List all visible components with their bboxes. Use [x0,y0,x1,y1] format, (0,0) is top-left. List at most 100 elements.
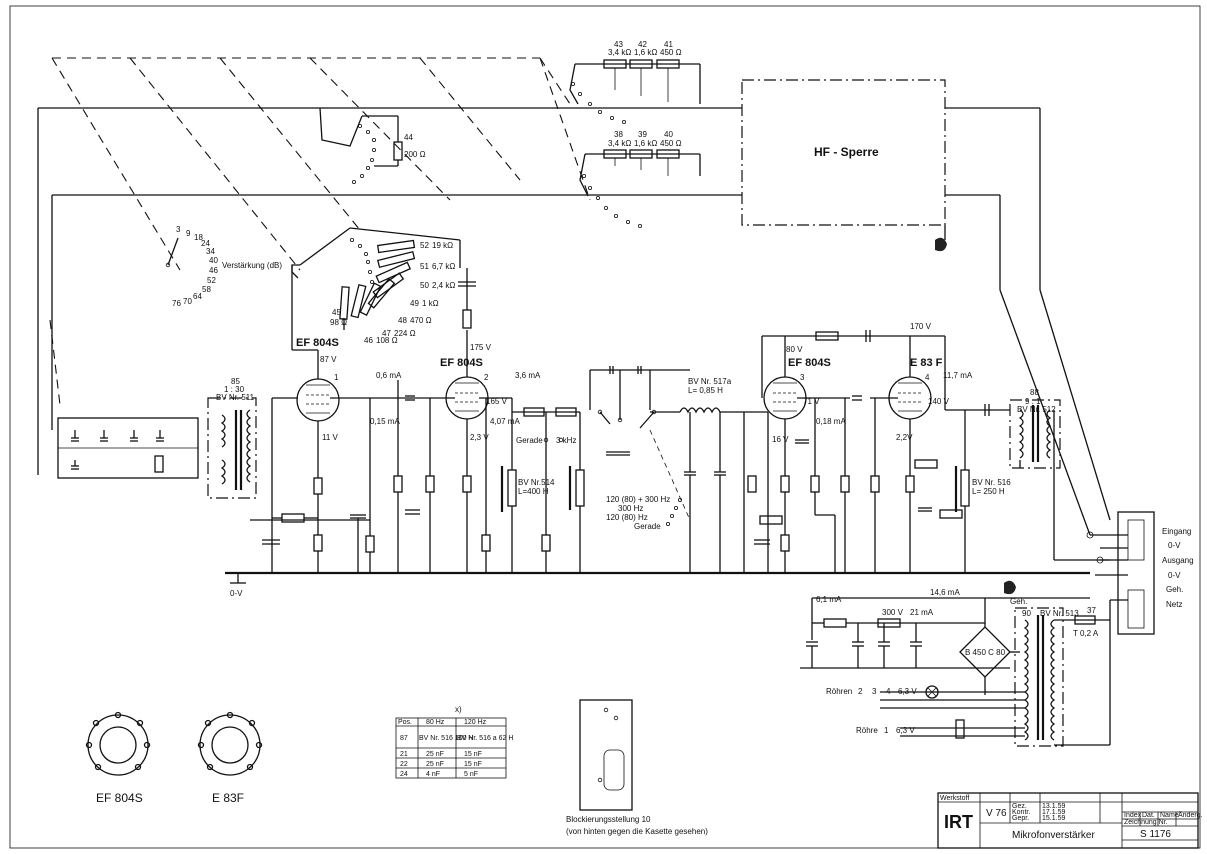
current-11-7: 11,7 mA [943,371,973,380]
input-filter-network [57,417,199,479]
table-cell: 21 [400,751,408,758]
fuse-num: 37 [1087,606,1096,615]
r51-num: 51 [420,262,429,271]
r41-value: 450 Ω [660,48,682,57]
heater-volt-2: 6,3 V [896,726,915,735]
r40-num: 40 [664,130,673,139]
tube-2-cathode-voltage: 2,3 V [470,433,489,442]
r40-value: 450 Ω [660,139,682,148]
current-3-6: 3,6 mA [515,371,541,380]
table-cell: 25 nF [426,751,444,758]
tube-1-type: EF 804S [296,337,339,349]
date-cell: 17.1.59 [1042,809,1065,816]
tube-2-plate-voltage: 165 V [486,397,508,406]
ground-0v-label: 0-V [230,589,243,598]
input-transformer-ratio: 1 : 30 [224,385,245,394]
tube-1-plate-voltage: 87 V [320,355,337,364]
table-header-120hz: 120 Hz [464,719,487,726]
connector-label-0v-2: 0-V [1168,571,1181,580]
gain-step-label: 9 [186,229,191,238]
connector-label-ausgang: Ausgang [1162,556,1194,565]
output-transformer-ratio: 9 : 1 [1025,397,1041,406]
table-cell: 5 nF [464,771,478,778]
tube-3-cathode-voltage: 16 V [772,435,789,444]
table-cell: BV Nr. 516 a 62 H [457,735,513,742]
r42-value: 1,6 kΩ [634,48,657,57]
output-transformer [1009,399,1110,561]
table-cell: 87 [400,735,408,742]
hf-sperre-label: HF - Sperre [814,145,879,159]
blocking-diagram [579,699,633,811]
dashed-switch-linkage [49,57,591,406]
resistor-ladder-top [569,59,701,105]
tube-1-num: 1 [334,373,339,382]
current-0-6: 0,6 mA [376,371,402,380]
date-cell: 13.1.59 [1042,803,1065,810]
gain-step-label: 58 [202,285,211,294]
gain-step-label: 18 [194,233,203,242]
connector-label-netz: Netz [1166,600,1182,609]
tube-2-num: 2 [484,373,489,382]
gain-step-label: 40 [209,256,218,265]
gain-step-label: 46 [209,266,218,275]
tube-4-cathode-voltage: 2,2V [896,433,913,442]
r50-value: 2,4 kΩ [432,281,455,290]
r43-value: 3,4 kΩ [608,48,631,57]
title-block-frame [937,792,1199,849]
r51-value: 6,7 kΩ [432,262,455,271]
input-transformer [207,397,257,499]
tube-4-circuit [865,330,1010,573]
r52-value: 19 kΩ [432,241,453,250]
component-table-grid [395,717,507,779]
r43-num: 43 [614,40,623,49]
current-14-6: 14,6 mA [930,588,960,597]
fuse-value: T 0,2 A [1073,629,1099,638]
gain-step-label: 76 [172,299,181,308]
title-code: V 76 [986,808,1007,819]
r38-value: 3,4 kΩ [608,139,631,148]
bridge-label: B 450 C 80 [965,648,1006,657]
input-transformer-bv: BV Nr. 511 [216,393,255,402]
current-0-15: 0,15 mA [370,417,400,426]
socket-e83f [197,711,263,776]
resistor-ladder-mid [579,149,701,197]
output-transformer-num: 88 [1030,388,1039,397]
r47-value: 224 Ω [394,329,416,338]
table-cell: BV Nr. 516 100 H [419,735,473,742]
r50-num: 50 [420,281,429,290]
r42-num: 42 [638,40,647,49]
r48-value: 470 Ω [410,316,432,325]
chassis-ground-marker [935,237,947,252]
r49-num: 49 [410,299,419,308]
blocking-title: Blockierungsstellung 10 [566,815,651,824]
title-main: Mikrofonverstärker [1012,830,1095,841]
tube-2-circuit [405,268,517,573]
r48-num: 48 [398,316,407,325]
r39-num: 39 [638,130,647,139]
title-werkstoff: Werkstoff [940,795,969,802]
r47-num: 47 [382,329,391,338]
voltage-175: 175 V [470,343,492,352]
output-transformer-bv: BV Nr. 512 [1017,405,1056,414]
tube-3-num: 3 [800,373,805,382]
sign-row-label: Gez. [1012,803,1027,810]
sign-row-label: Kontr. [1012,809,1030,816]
tube-3-plate-voltage: 71 V [803,397,820,406]
hf-sperre-box [741,79,946,226]
tube-4-num: 4 [925,373,930,382]
table-cell: 25 nF [426,761,444,768]
connector-label-geh: Geh. [1166,585,1183,594]
voltage-80: 80 V [786,345,803,354]
table-cell: 4 nF [426,771,440,778]
tube-4-plate-voltage: 140 V [928,397,950,406]
table-cell: 22 [400,761,408,768]
rev-col: Dat. [1142,812,1155,819]
current-6-1: 6,1 mA [816,595,842,604]
rotary-switch-top [571,82,643,228]
table-cell: 24 [400,771,408,778]
gain-step-label: 24 [201,239,210,248]
inductor-085h: L= 0,85 H [688,386,723,395]
power-transformer-bv: BV Nr. 513 [1040,609,1079,618]
voltage-170: 170 V [910,322,932,331]
